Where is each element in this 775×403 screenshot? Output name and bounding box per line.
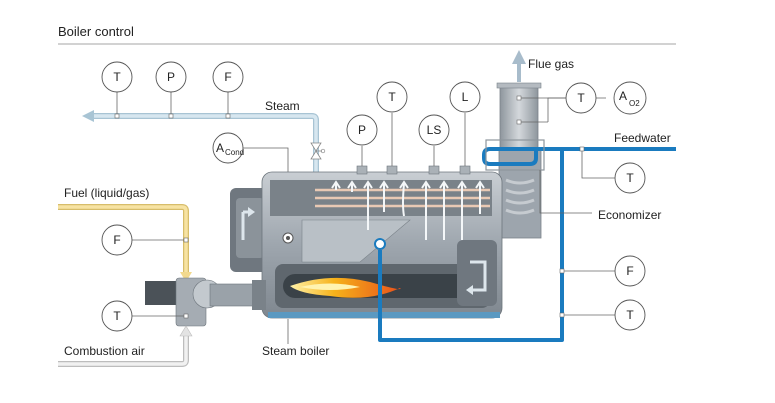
burner bbox=[145, 277, 266, 327]
steam-pressure-instrument: P bbox=[167, 70, 175, 84]
flue-temperature-instrument: T bbox=[577, 91, 585, 105]
conductivity-sub-label: Cond bbox=[225, 148, 244, 157]
fuel-label: Fuel (liquid/gas) bbox=[64, 186, 149, 200]
fuel-instrument: F bbox=[101, 224, 189, 256]
level-instrument: L bbox=[462, 90, 469, 104]
air-temperature-instrument: T bbox=[113, 309, 121, 323]
drum-inlet-icon bbox=[374, 238, 386, 250]
feedwater-instruments: T F T bbox=[559, 146, 646, 331]
diagram-title: Boiler control bbox=[58, 24, 134, 39]
fuel-arrow-icon bbox=[180, 272, 192, 282]
steam-temperature-instrument: T bbox=[113, 70, 121, 84]
air-instrument: T bbox=[101, 300, 189, 332]
drum-pressure-instrument: P bbox=[358, 123, 366, 137]
fuel-flow-instrument: F bbox=[113, 233, 120, 247]
drum-instruments: P T LS L bbox=[346, 81, 481, 166]
flue-instruments: T A O2 bbox=[516, 81, 647, 125]
feedwater-temperature-2-instrument: T bbox=[626, 308, 634, 322]
steam-rise-arrows bbox=[331, 180, 485, 240]
feedwater-label: Feedwater bbox=[614, 131, 671, 145]
combustion-air-line bbox=[58, 325, 193, 367]
steam-flow-instrument: F bbox=[224, 70, 231, 84]
conductivity-a-label: A bbox=[216, 141, 224, 155]
economizer-housing bbox=[485, 139, 545, 171]
steam-arrow-icon bbox=[82, 110, 94, 122]
drum-temperature-instrument: T bbox=[388, 90, 396, 104]
feedwater-flow-instrument: F bbox=[626, 264, 633, 278]
steam-valve-icon bbox=[310, 142, 326, 160]
economizer-label: Economizer bbox=[598, 208, 661, 222]
oxygen-analyzer-sub-label: O2 bbox=[629, 99, 640, 108]
fuel-line bbox=[58, 204, 192, 282]
flue-stack bbox=[496, 50, 542, 239]
flue-gas-arrow-icon bbox=[512, 50, 526, 64]
feedwater-temperature-instrument: T bbox=[626, 171, 634, 185]
steam-label: Steam bbox=[265, 99, 300, 113]
level-switch-instrument: LS bbox=[427, 123, 442, 137]
flue-gas-label: Flue gas bbox=[528, 57, 574, 71]
steam-boiler-label: Steam boiler bbox=[262, 344, 329, 358]
combustion-air-label: Combustion air bbox=[64, 344, 145, 358]
air-arrow-icon bbox=[179, 325, 193, 337]
steam-instruments: T P F bbox=[101, 61, 244, 119]
oxygen-analyzer-a-label: A bbox=[619, 89, 627, 103]
